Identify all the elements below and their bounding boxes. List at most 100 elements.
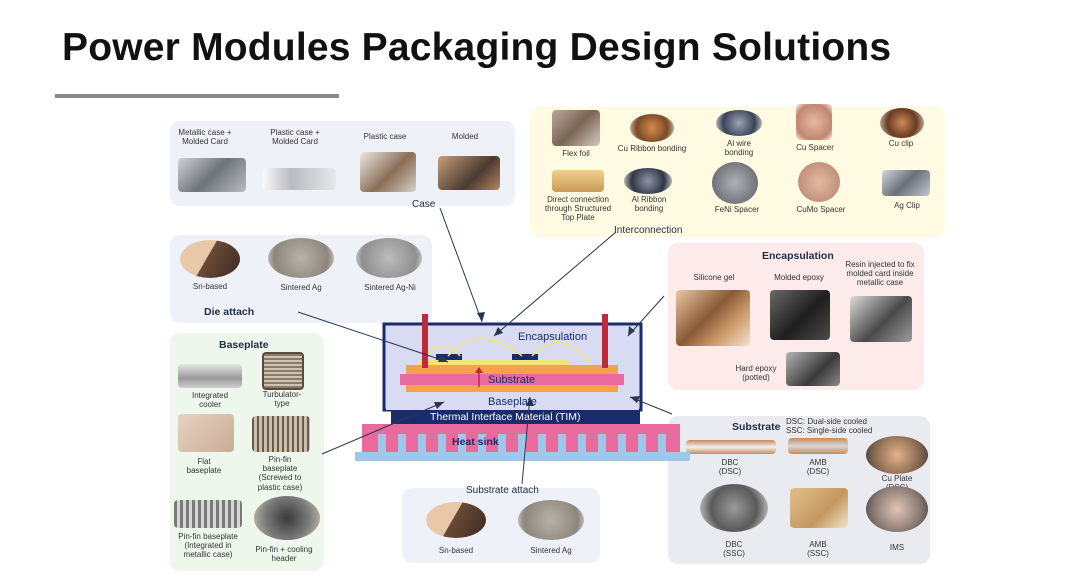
sn-based-die-image bbox=[180, 240, 240, 278]
baseplate-item-label: Flat baseplate bbox=[186, 457, 222, 476]
encapsulation-item-label: Hard epoxy (potted) bbox=[735, 364, 777, 383]
interconnection-item-label: Flex foil bbox=[562, 149, 590, 158]
substrate-ceramic bbox=[400, 374, 624, 385]
cumo-spacer-image bbox=[798, 162, 840, 202]
feni-spacer-image bbox=[712, 162, 758, 204]
interconnection-item-label: Ag Clip bbox=[894, 201, 920, 210]
diagram-encapsulation-label: Encapsulation bbox=[518, 331, 588, 343]
interconnection-item-label: Al Ribbon bonding bbox=[631, 195, 667, 214]
substrate-heading: Substrate bbox=[732, 421, 781, 433]
baseplate-item-label: Pin-fin baseplate (Screwed to plastic ca… bbox=[257, 455, 303, 492]
baseplate-layer bbox=[386, 394, 639, 410]
bond-wire bbox=[531, 342, 593, 365]
substrate-attach-heading: Substrate attach bbox=[466, 485, 539, 496]
flat-baseplate-image bbox=[178, 414, 234, 452]
cu-ribbon-image bbox=[630, 114, 674, 142]
case-item-label: Plastic case bbox=[363, 132, 407, 141]
tim-layer bbox=[391, 410, 640, 424]
substrate-attach-item-label: Sintered Ag bbox=[530, 546, 572, 555]
substrate-bottom-cu bbox=[406, 385, 618, 392]
diagram-substrate-label: Substrate bbox=[488, 374, 536, 386]
hard-epoxy-image bbox=[786, 352, 840, 386]
encapsulation-item-label: Silicone gel bbox=[693, 273, 735, 282]
heatsink-fins-base bbox=[355, 452, 690, 461]
substrate-item-label: IMS bbox=[889, 543, 905, 552]
substrate-item-label: AMB (DSC) bbox=[806, 458, 830, 477]
terminal-right bbox=[602, 314, 608, 368]
encapsulation-item-label: Resin injected to fix molded card inside… bbox=[845, 260, 915, 288]
case-item-label: Molded bbox=[451, 132, 479, 141]
pin-fin-screwed-image bbox=[252, 416, 310, 452]
amb-dsc-image bbox=[788, 438, 848, 454]
heatsink-fin-gaps bbox=[378, 434, 666, 452]
callout-arrows bbox=[297, 207, 673, 485]
substrate-item-label: DBC (DSC) bbox=[718, 458, 742, 477]
cu-plate-dsc-image bbox=[866, 436, 928, 474]
die-left bbox=[436, 354, 462, 360]
baseplate-item-label: Integrated cooler bbox=[191, 391, 229, 410]
silicone-gel-image bbox=[676, 290, 750, 346]
case-item-label: Plastic case + Molded Card bbox=[270, 128, 320, 147]
die-attach-heading: Die attach bbox=[204, 306, 255, 318]
diagram-baseplate-label: Baseplate bbox=[488, 396, 537, 408]
resin-card-image bbox=[850, 296, 912, 342]
dbc-ssc-image bbox=[700, 484, 768, 532]
ag-clip-image bbox=[882, 170, 930, 196]
die-attach-item-label: Sintered Ag bbox=[280, 283, 322, 292]
bond-wire bbox=[447, 338, 523, 357]
sintered-ag-ni-image bbox=[356, 238, 422, 278]
interconnection-item-label: Al wire bonding bbox=[724, 139, 754, 158]
al-ribbon-image bbox=[624, 168, 672, 194]
substrate-item-label: AMB (SSC) bbox=[807, 540, 829, 559]
die-attach-layer bbox=[420, 360, 570, 365]
al-wire-image bbox=[716, 110, 762, 136]
case-metallic-image bbox=[178, 158, 246, 192]
baseplate-item-label: Pin-fin baseplate (Integrated in metalli… bbox=[178, 532, 238, 560]
sintered-ag-die-image bbox=[268, 238, 334, 278]
interconnection-item-label: Direct connection through Structured Top… bbox=[544, 195, 612, 223]
pin-fin-header-image bbox=[254, 496, 320, 540]
case-molded-image bbox=[438, 156, 500, 190]
dbc-dsc-image bbox=[686, 440, 776, 454]
interconnection-item-label: Cu Spacer bbox=[796, 143, 834, 152]
baseplate-item-label: Pin-fin + cooling header bbox=[255, 545, 313, 564]
case-plastic-molded-image bbox=[262, 168, 336, 190]
interconnection-heading: Interconnection bbox=[614, 225, 683, 236]
substrate-item-label: DBC (SSC) bbox=[723, 540, 745, 559]
interconnection-item-label: Cu clip bbox=[888, 139, 914, 148]
integrated-cooler-image bbox=[178, 364, 242, 388]
encapsulation-item-label: Molded epoxy bbox=[774, 273, 824, 282]
interconnection-item-label: CuMo Spacer bbox=[796, 205, 846, 214]
structured-top-plate-image bbox=[552, 170, 604, 192]
turbulator-image bbox=[262, 352, 304, 390]
die-attach-item-label: Sintered Ag-Ni bbox=[364, 283, 416, 292]
interconnection-item-label: FeNi Spacer bbox=[714, 205, 760, 214]
page-title: Power Modules Packaging Design Solutions bbox=[62, 26, 892, 69]
cu-spacer-image bbox=[796, 104, 832, 140]
baseplate-heading: Baseplate bbox=[219, 339, 269, 351]
case-plastic-image bbox=[360, 152, 416, 192]
die-attach-item-label: Sn-based bbox=[192, 282, 228, 291]
pin-fin-integrated-image bbox=[174, 500, 242, 528]
molded-epoxy-image bbox=[770, 290, 830, 340]
terminal-left bbox=[422, 314, 428, 368]
diagram-tim-label: Thermal Interface Material (TIM) bbox=[430, 411, 581, 423]
die-right bbox=[512, 354, 538, 360]
substrate-note: DSC: Dual-side cooled SSC: Single-side c… bbox=[786, 417, 873, 436]
substrate-top-cu bbox=[406, 365, 618, 374]
diagram-heatsink-label: Heat sink bbox=[452, 436, 499, 448]
baseplate-item-label: Turbulator- type bbox=[262, 390, 302, 409]
case-item-label: Metallic case + Molded Card bbox=[178, 128, 232, 147]
substrate-attach-item-label: Sn-based bbox=[438, 546, 474, 555]
amb-ssc-image bbox=[790, 488, 848, 528]
sintered-ag-substrate-image bbox=[518, 500, 584, 540]
cu-clip-image bbox=[880, 108, 924, 138]
callout-arrowheads bbox=[434, 312, 640, 409]
case-heading: Case bbox=[412, 199, 436, 210]
title-underline bbox=[55, 94, 339, 98]
sn-based-substrate-image bbox=[426, 502, 486, 538]
flex-foil-image bbox=[552, 110, 600, 146]
ims-image bbox=[866, 486, 928, 532]
bond-wire bbox=[417, 345, 461, 365]
